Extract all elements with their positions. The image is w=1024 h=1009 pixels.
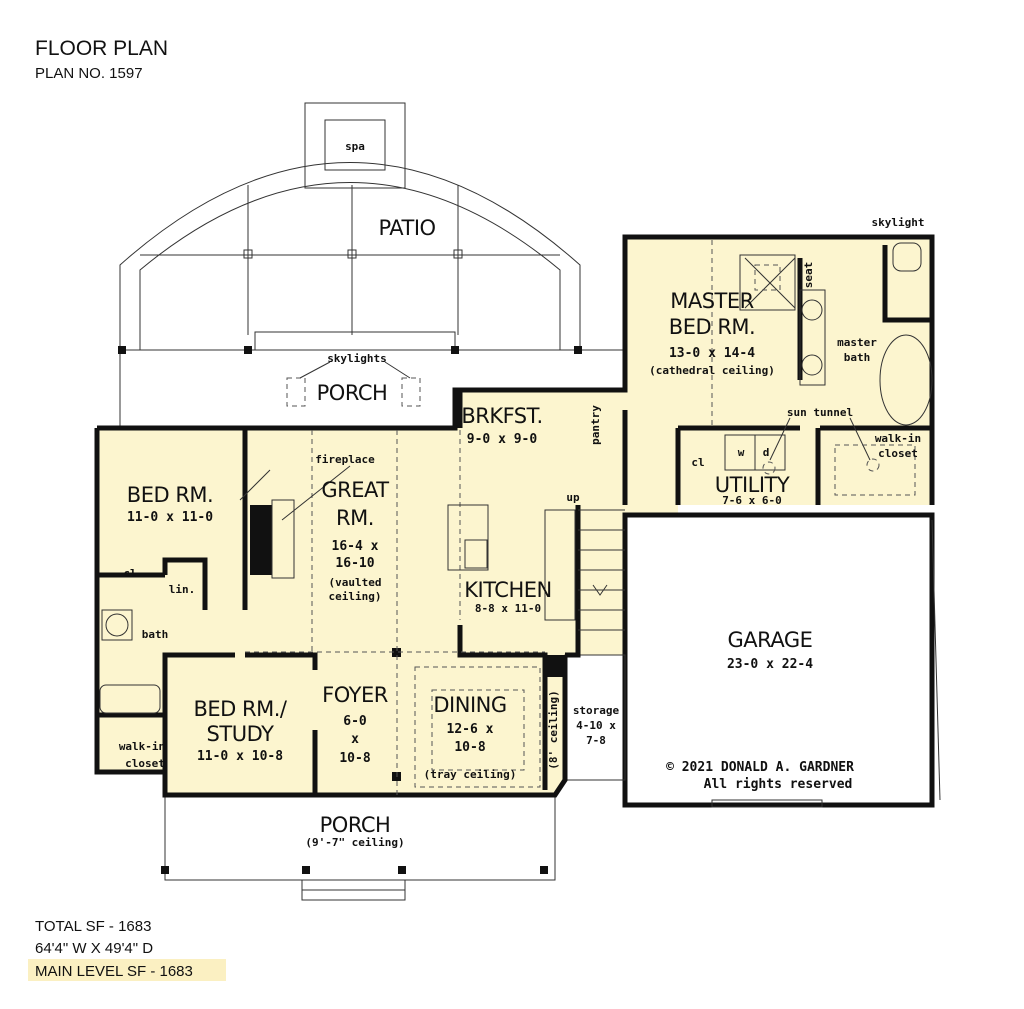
great-room-dim: 16-4 x <box>332 539 379 554</box>
pantry-label: pantry <box>589 405 602 445</box>
storage-dim: 4-10 x <box>576 719 616 732</box>
master-closet-label: walk-in <box>875 432 921 445</box>
walkin-closet-label: walk-in <box>119 740 165 753</box>
stairs-up-label: up <box>566 491 580 504</box>
master-note: (cathedral ceiling) <box>649 364 775 377</box>
storage <box>564 654 626 781</box>
eight-ceiling-label: (8' ceiling) <box>547 690 560 769</box>
total-sf: TOTAL SF - 1683 <box>35 918 151 935</box>
copyright-text: © 2021 DONALD A. GARDNER <box>666 760 854 775</box>
interior-details <box>99 240 933 795</box>
highlight <box>28 959 226 981</box>
dryer-label: d <box>763 446 770 459</box>
kitchen-dim: 8-8 x 11-0 <box>475 602 541 615</box>
master-bath-label-2: bath <box>844 351 871 364</box>
garage-label: GARAGE <box>728 628 813 652</box>
linen-label: lin. <box>169 583 196 596</box>
plan-number: PLAN NO. 1597 <box>35 65 143 82</box>
master-dim: 13-0 x 14-4 <box>669 346 755 361</box>
sun-tunnel-label: sun tunnel <box>787 406 853 419</box>
foyer-dim-2: x <box>351 732 359 747</box>
bed-room-label: BED RM. <box>127 483 213 507</box>
washer-label: w <box>738 446 745 459</box>
skylights-label: skylights <box>327 352 387 365</box>
walkin-closet-label-2: closet <box>125 757 165 770</box>
master-closet-label-2: closet <box>878 447 918 460</box>
master-label-2: BED RM. <box>669 315 755 339</box>
study-dim: 11-0 x 10-8 <box>197 749 283 764</box>
great-room-note-2: ceiling) <box>329 590 382 603</box>
front-porch-note: (9'-7" ceiling) <box>305 836 404 849</box>
study-label: BED RM./ <box>194 697 288 721</box>
spa <box>304 102 406 189</box>
back-porch-label: PORCH <box>317 381 388 405</box>
breakfast-label: BRKFST. <box>461 404 542 428</box>
main-level-sf: MAIN LEVEL SF - 1683 <box>35 963 193 980</box>
patio-label: PATIO <box>378 216 435 240</box>
great-room-dim-2: 16-10 <box>335 556 374 571</box>
utility-dim: 7-6 x 6-0 <box>722 494 782 507</box>
foyer-dim-3: 10-8 <box>339 751 370 766</box>
foyer-label: FOYER <box>322 683 388 707</box>
utility-label: UTILITY <box>715 473 790 497</box>
dining-dim: 12-6 x <box>447 722 494 737</box>
dining-dim-2: 10-8 <box>454 740 485 755</box>
bath-label: bath <box>142 628 169 641</box>
closet-label: cl <box>123 567 136 580</box>
utility-closet-label: cl <box>691 456 704 469</box>
rights-text: All rights reserved <box>704 777 853 792</box>
dining-note: (tray ceiling) <box>424 768 517 781</box>
great-room-label-2: RM. <box>336 506 374 530</box>
front-porch-label: PORCH <box>320 813 391 837</box>
kitchen-label: KITCHEN <box>464 578 552 602</box>
great-room-label: GREAT <box>321 478 389 502</box>
storage-dim-2: 7-8 <box>586 734 606 747</box>
spa-label: spa <box>345 140 365 153</box>
master-label: MASTER <box>670 289 754 313</box>
dimensions: 64'4" W X 49'4" D <box>35 940 153 957</box>
foyer-dim-1: 6-0 <box>343 714 367 729</box>
breakfast-dim: 9-0 x 9-0 <box>467 432 538 447</box>
skylight-label: skylight <box>872 216 925 229</box>
dining-label: DINING <box>433 693 506 717</box>
great-room-note: (vaulted <box>329 576 382 589</box>
plan-title: FLOOR PLAN <box>35 37 168 60</box>
master-bath-label: master <box>837 336 877 349</box>
bed-room-dim: 11-0 x 11-0 <box>127 510 213 525</box>
patio: spa PATIO <box>119 102 581 351</box>
study-label-2: STUDY <box>207 722 275 746</box>
seat-label: seat <box>802 262 815 289</box>
garage-dim: 23-0 x 22-4 <box>727 657 813 672</box>
fireplace-label: fireplace <box>315 453 375 466</box>
storage-label: storage <box>573 704 620 717</box>
